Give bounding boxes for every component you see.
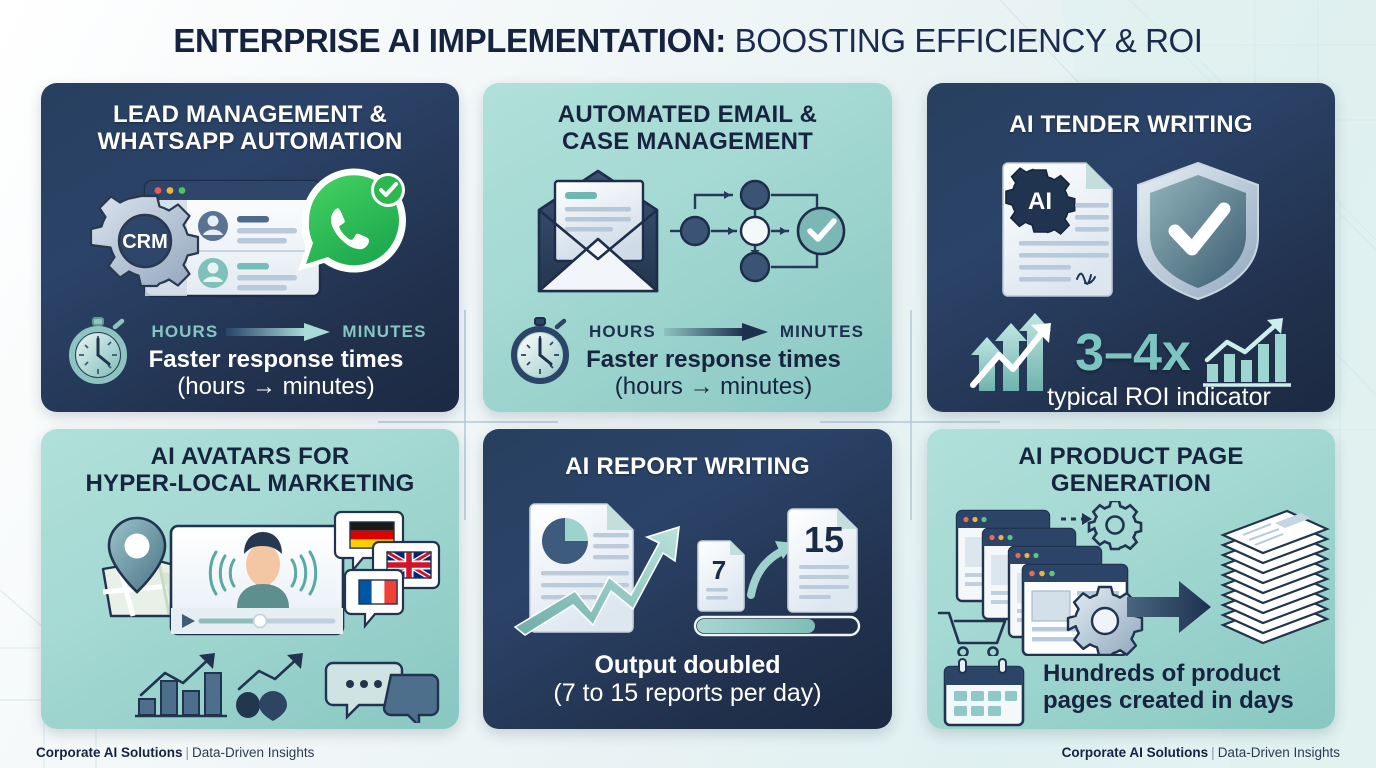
stopwatch-icon xyxy=(511,317,569,384)
footer-separator: | xyxy=(1211,745,1215,760)
stopwatch-icon xyxy=(69,317,127,384)
card-lead-management[interactable]: LEAD MANAGEMENT & WHATSAPP AUTOMATION xyxy=(41,83,459,412)
small-arrow-icon xyxy=(1061,513,1092,525)
card-title-line: GENERATION xyxy=(1050,470,1212,498)
doc-after-value: 15 xyxy=(804,519,844,560)
footer-credit-right: Corporate AI Solutions|Data-Driven Insig… xyxy=(1062,745,1340,760)
arrow-right-icon xyxy=(663,323,768,341)
footer-brand: Corporate AI Solutions xyxy=(1061,745,1209,760)
card-title-line: CASE MANAGEMENT xyxy=(561,128,813,156)
svg-text:CRM: CRM xyxy=(122,231,168,253)
divider-vertical-right xyxy=(910,310,912,520)
avatar xyxy=(237,532,289,608)
check-circle-icon xyxy=(796,206,846,256)
hours-to-minutes-row: HOURS MINUTES xyxy=(483,317,892,384)
dot-icon xyxy=(236,692,260,718)
footer: Corporate AI Solutions|Data-Driven Insig… xyxy=(0,734,1376,760)
page-title-strong: ENTERPRISE AI IMPLEMENTATION: xyxy=(173,22,726,59)
card-foot-main: Faster response times xyxy=(586,346,841,373)
card-ai-product-page-generation[interactable]: AI PRODUCT PAGE GENERATION xyxy=(927,429,1335,729)
trend-line-icon xyxy=(237,655,301,691)
footer-tagline: Data-Driven Insights xyxy=(192,745,315,760)
card-title-line: AI REPORT WRITING xyxy=(565,453,810,480)
shield-check-icon xyxy=(1137,161,1259,301)
divider-horizontal-left xyxy=(378,421,558,423)
roi-stat-value: 3–4x xyxy=(1075,323,1191,382)
card-ai-report-writing[interactable]: AI REPORT WRITING xyxy=(483,429,892,729)
envelope-icon xyxy=(537,169,659,293)
doc-before-value: 7 xyxy=(712,555,726,585)
crm-gear-icon: CRM xyxy=(89,194,200,288)
play-icon xyxy=(182,614,195,628)
card-title-line: AI PRODUCT PAGE xyxy=(1018,443,1244,470)
svg-text:AI: AI xyxy=(1028,188,1052,215)
metric-from-label: HOURS xyxy=(151,322,219,341)
calendar-icon xyxy=(943,658,1025,727)
card-title-line: LEAD MANAGEMENT & xyxy=(112,101,388,128)
node-icon xyxy=(679,215,711,247)
card-grid: LEAD MANAGEMENT & WHATSAPP AUTOMATION xyxy=(0,82,1376,732)
paper-stack-icon xyxy=(1220,509,1330,645)
growth-arrow-icon xyxy=(513,525,680,636)
metric-to-label: MINUTES xyxy=(779,322,865,341)
card-ai-avatars[interactable]: AI AVATARS FOR HYPER-LOCAL MARKETING xyxy=(41,429,459,729)
page-title: ENTERPRISE AI IMPLEMENTATION: BOOSTING E… xyxy=(0,0,1376,82)
card-foot-sub: (hours → minutes) xyxy=(614,372,813,400)
footer-separator: | xyxy=(185,745,190,760)
footer-brand: Corporate AI Solutions xyxy=(36,745,183,760)
report-document-icon xyxy=(529,503,634,633)
card-title-line: AUTOMATED EMAIL & xyxy=(557,101,818,128)
card-title-line: AI TENDER WRITING xyxy=(1009,111,1253,138)
shopping-cart-icon xyxy=(937,611,1007,656)
divider-vertical-left xyxy=(464,310,466,520)
footer-credit-left: Corporate AI Solutions|Data-Driven Insig… xyxy=(36,745,314,760)
curved-arrow-icon xyxy=(747,545,791,599)
divider-horizontal-right xyxy=(820,421,1000,423)
document-before-icon: 7 xyxy=(697,540,745,612)
document-after-icon: 15 xyxy=(787,508,858,613)
metric-from-label: HOURS xyxy=(588,322,656,341)
node-icon xyxy=(739,251,771,283)
gear-outline-icon xyxy=(1087,501,1143,551)
bar-chart-up-icon xyxy=(1202,318,1291,387)
ai-document-icon: AI xyxy=(1002,162,1113,297)
card-foot-sub: (7 to 15 reports per day) xyxy=(553,679,822,707)
arrow-right-icon xyxy=(226,323,331,341)
card-foot-main: Output doubled xyxy=(594,651,781,679)
whatsapp-icon xyxy=(298,168,406,273)
page-title-light: BOOSTING EFFICIENCY & ROI xyxy=(725,22,1203,59)
card-foot-main: Faster response times xyxy=(148,346,404,373)
metric-to-label: MINUTES xyxy=(342,322,427,341)
card-foot-line1: Hundreds of product xyxy=(1043,660,1281,687)
pie-chart-icon xyxy=(542,518,588,564)
card-title-line: HYPER-LOCAL MARKETING xyxy=(85,470,415,498)
card-automated-email[interactable]: AUTOMATED EMAIL & CASE MANAGEMENT xyxy=(483,83,892,412)
card-foot-sub: (hours → minutes) xyxy=(177,372,375,400)
node-icon xyxy=(739,215,771,247)
sound-waves-icon xyxy=(208,550,318,596)
video-player-icon xyxy=(169,524,345,636)
progress-bar xyxy=(693,615,861,637)
hours-to-minutes-row: HOURS MINUTES xyxy=(41,317,459,384)
card-title-line: WHATSAPP AUTOMATION xyxy=(97,128,403,156)
drop-icon xyxy=(259,691,287,721)
card-foot-line2: pages created in days xyxy=(1043,686,1294,714)
node-icon xyxy=(739,179,771,211)
card-ai-tender-writing[interactable]: AI TENDER WRITING xyxy=(927,83,1335,412)
card-title-line: AI AVATARS FOR xyxy=(150,443,350,470)
flag-bubble-france xyxy=(343,568,405,630)
bar-chart-icon xyxy=(138,672,222,716)
chat-bubble-icon xyxy=(324,661,440,723)
footer-tagline: Data-Driven Insights xyxy=(1217,745,1340,760)
